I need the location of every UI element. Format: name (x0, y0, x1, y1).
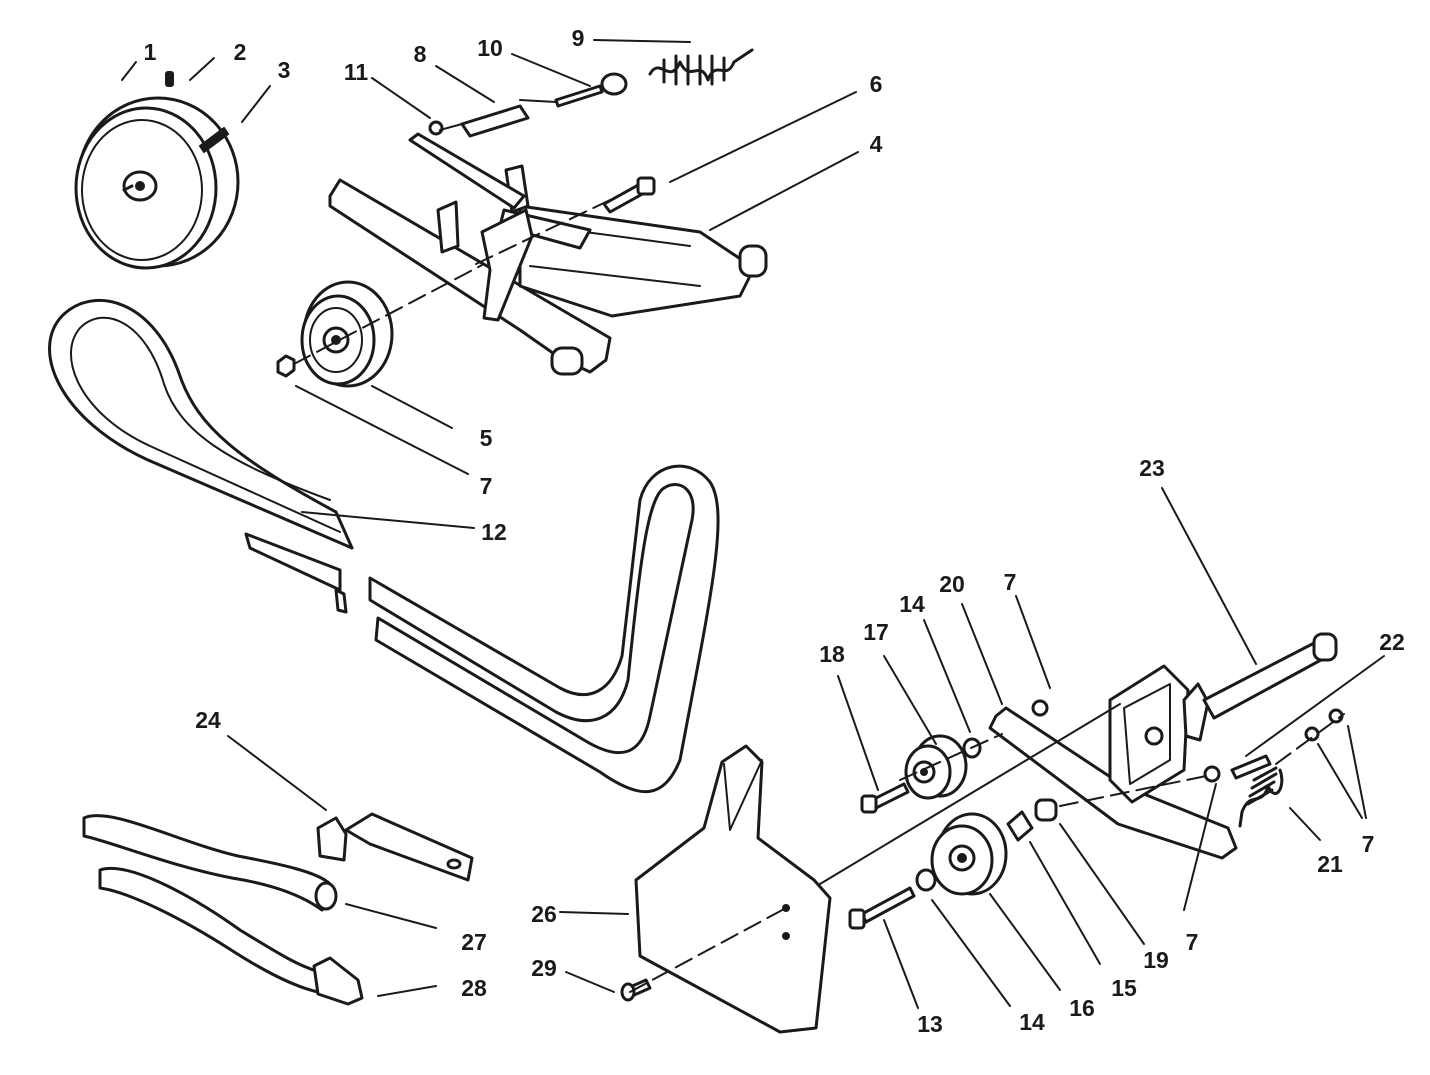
callout-19: 19 (1143, 947, 1169, 973)
callout-16: 16 (1069, 995, 1095, 1021)
callout-labels: 1 2 3 4 5 6 7 8 9 10 11 12 13 14 14 15 1… (144, 25, 1405, 1037)
set-screw (165, 71, 174, 87)
callout-29: 29 (531, 955, 557, 981)
bracket-spring (1238, 766, 1284, 828)
shoulder-bolt (602, 176, 656, 214)
callout-3: 3 (278, 57, 291, 83)
callout-21: 21 (1317, 851, 1343, 877)
belt-cover (634, 744, 832, 1034)
callout-6: 6 (870, 71, 883, 97)
lower-idler-pulley (904, 734, 968, 800)
callout-4: 4 (870, 131, 883, 157)
spacer-sleeve (460, 104, 530, 138)
callout-13: 13 (917, 1011, 943, 1037)
callout-17: 17 (863, 619, 889, 645)
v-belt (48, 299, 720, 794)
callout-10: 10 (477, 35, 503, 61)
upper-hose (82, 814, 338, 912)
callout-23: 23 (1139, 455, 1165, 481)
callout-5: 5 (480, 425, 493, 451)
callout-7-right: 7 (1362, 831, 1375, 857)
leader-lines (121, 39, 1385, 1009)
lower-hose (98, 867, 364, 1006)
callout-14-lower: 14 (1019, 1009, 1045, 1035)
callout-28: 28 (461, 975, 487, 1001)
hair-pin (428, 120, 444, 136)
callout-27: 27 (461, 929, 487, 955)
spacer (1034, 798, 1058, 822)
callout-8: 8 (414, 41, 427, 67)
bracket-bolt (1230, 754, 1272, 780)
drive-pulley (74, 96, 240, 270)
callout-22: 22 (1379, 629, 1405, 655)
callout-14-upper: 14 (899, 591, 925, 617)
extension-spring (648, 48, 754, 86)
bolt-lower (848, 886, 916, 930)
callout-20: 20 (939, 571, 965, 597)
callout-15: 15 (1111, 975, 1137, 1001)
callout-11: 11 (344, 59, 369, 85)
locknut (276, 354, 296, 378)
idler-arm (328, 132, 768, 376)
bearing (1006, 810, 1034, 842)
callout-9: 9 (572, 25, 585, 51)
callout-7-upper-bracket: 7 (1004, 569, 1017, 595)
callout-24: 24 (195, 707, 221, 733)
cable-bracket (316, 812, 474, 882)
callout-2: 2 (234, 39, 247, 65)
callout-18: 18 (819, 641, 845, 667)
callout-7-idler: 7 (480, 473, 493, 499)
callout-7-lower-bracket: 7 (1186, 929, 1199, 955)
callout-1: 1 (144, 39, 157, 65)
callout-26: 26 (531, 901, 557, 927)
bolt-upper (860, 782, 910, 814)
eye-bolt (554, 72, 628, 108)
idler-pulley (300, 280, 394, 388)
bracket-nuts (1031, 699, 1344, 783)
pulley-key (198, 126, 230, 154)
washer-lower (915, 868, 937, 892)
callout-12: 12 (481, 519, 507, 545)
drive-idler-pulley (930, 812, 1008, 896)
pivot-shaft (1202, 632, 1338, 720)
